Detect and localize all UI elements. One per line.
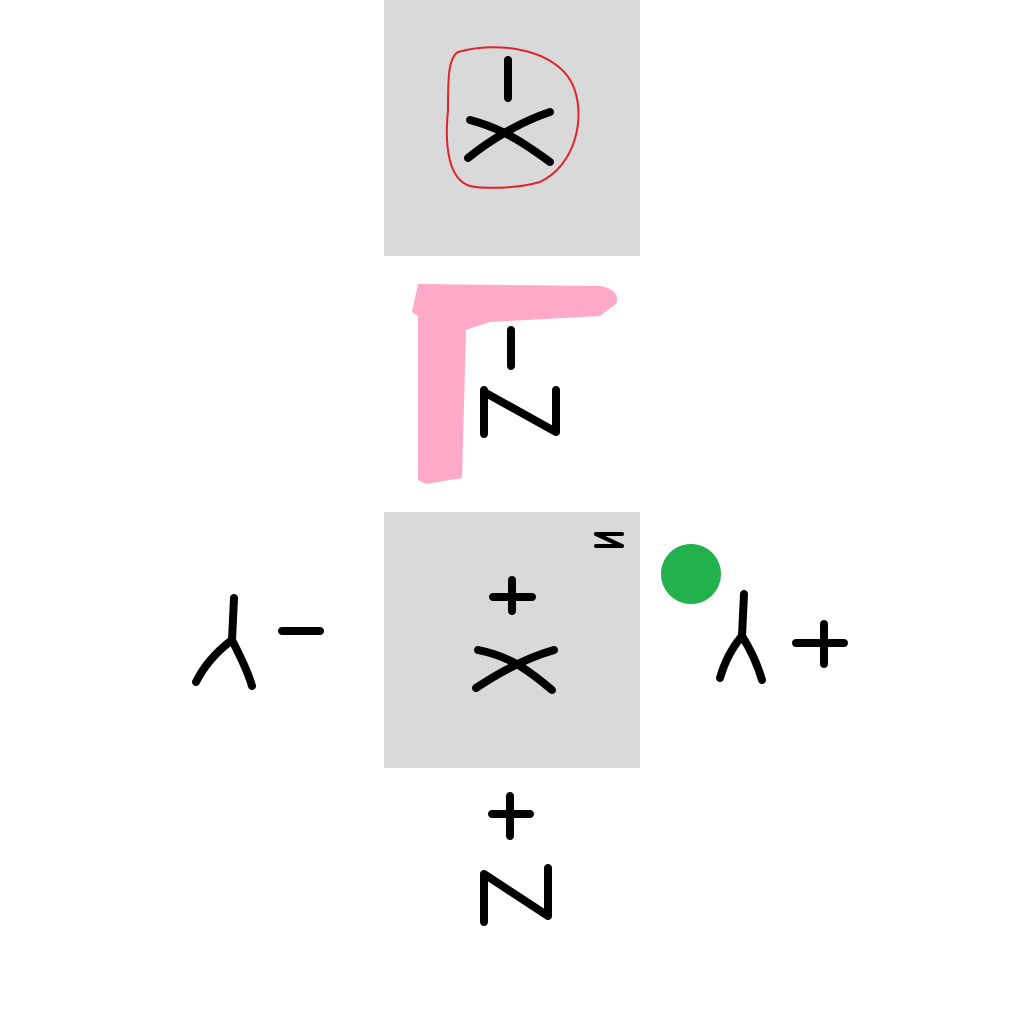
selection-outline [445, 46, 580, 189]
label-pos-z [480, 792, 552, 926]
label-pos-x [472, 576, 558, 694]
label-neg-x [464, 56, 554, 166]
label-neg-y [192, 594, 324, 690]
green-dot-icon [661, 544, 721, 604]
face-tile-neg-x[interactable] [384, 0, 640, 256]
face-tile-pos-x[interactable] [384, 512, 640, 768]
pink-brush-stroke [412, 284, 618, 484]
face-number-marker [594, 532, 624, 548]
label-pos-y [716, 590, 848, 684]
label-neg-z [480, 326, 560, 438]
